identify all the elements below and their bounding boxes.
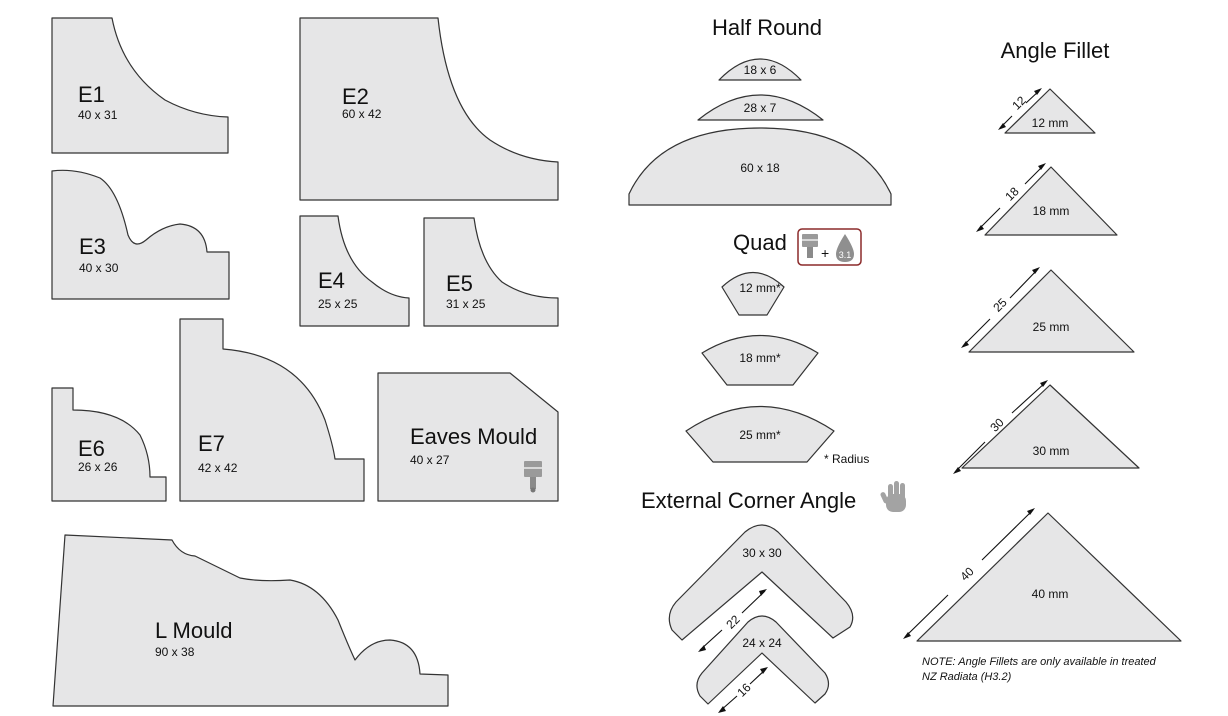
half-round-60x18: 60 x 18 — [628, 127, 892, 206]
quad-title: Quad — [733, 230, 787, 255]
angle-fillet-label: 40 mm — [1032, 587, 1069, 601]
profile-l-mould-name: L Mould — [155, 618, 232, 643]
profile-e7-size: 42 x 42 — [198, 461, 238, 475]
half-round-title: Half Round — [712, 15, 822, 40]
quad-12mm: 12 mm* — [721, 272, 785, 316]
angle-fillet-title: Angle Fillet — [1001, 38, 1110, 63]
profile-e7-name: E7 — [198, 431, 225, 456]
half-round-label: 28 x 7 — [744, 101, 777, 115]
quad-25mm: 25 mm* — [685, 406, 835, 463]
profile-e4-name: E4 — [318, 268, 345, 293]
profile-e6: E6 26 x 26 — [51, 387, 167, 502]
angle-fillet-30mm: 30 mm 30 — [953, 380, 1140, 474]
profile-e3-size: 40 x 30 — [79, 261, 119, 275]
dimension-label: 40 — [957, 564, 977, 584]
external-corner-label: 24 x 24 — [742, 636, 782, 650]
profile-e3-name: E3 — [79, 234, 106, 259]
profile-e6-name: E6 — [78, 436, 105, 461]
half-round-28x7: 28 x 7 — [697, 94, 824, 121]
profile-e6-size: 26 x 26 — [78, 460, 118, 474]
plus-sign: + — [821, 245, 829, 261]
external-corner-30x30: 30 x 30 — [668, 524, 854, 641]
half-round-label: 60 x 18 — [740, 161, 780, 175]
half-round-label: 18 x 6 — [744, 63, 777, 77]
profile-l-mould: L Mould 90 x 38 — [52, 534, 449, 707]
angle-fillet-25mm: 25 mm 25 — [961, 267, 1135, 353]
profile-eaves-size: 40 x 27 — [410, 453, 450, 467]
quad-18mm: 18 mm* — [701, 334, 819, 386]
external-corner-label: 30 x 30 — [742, 546, 782, 560]
hand-icon — [880, 481, 906, 512]
profile-e7: E7 42 x 42 — [179, 318, 365, 502]
half-round-18x6: 18 x 6 — [718, 58, 802, 81]
profile-eaves-name: Eaves Mould — [410, 424, 537, 449]
angle-fillet-label: 18 mm — [1033, 204, 1070, 218]
water-drop-icon — [836, 234, 854, 262]
external-corner-24x24: 24 x 24 — [696, 615, 830, 705]
profile-e3: E3 40 x 30 — [51, 169, 230, 300]
profile-e4: E4 25 x 25 — [299, 215, 410, 327]
profile-e1: E1 40 x 31 — [51, 17, 229, 154]
external-corner-title: External Corner Angle — [641, 488, 856, 513]
profile-e4-size: 25 x 25 — [318, 297, 358, 311]
angle-fillet-label: 12 mm — [1032, 116, 1069, 130]
quad-badge: + 3.1 — [797, 228, 862, 266]
angle-fillet-40mm: 40 mm 40 — [903, 508, 1182, 642]
profile-e5-name: E5 — [446, 271, 473, 296]
profile-l-mould-size: 90 x 38 — [155, 645, 195, 659]
dimension-label: 22 — [723, 612, 743, 632]
quad-badge-number: 3.1 — [839, 250, 852, 260]
profile-eaves-mould: Eaves Mould 40 x 27 — [377, 372, 559, 502]
angle-fillet-12mm: 12 mm 12 — [998, 88, 1096, 134]
profile-e2-name: E2 — [342, 84, 369, 109]
angle-fillet-note-line1: NOTE: Angle Fillets are only available i… — [922, 656, 1157, 668]
angle-fillet-label: 30 mm — [1033, 444, 1070, 458]
profile-e2: E2 60 x 42 — [299, 17, 559, 201]
angle-fillet-note-line2: NZ Radiata (H3.2) — [922, 671, 1012, 683]
paintbrush-icon — [524, 461, 542, 493]
profile-e1-name: E1 — [78, 82, 105, 107]
profile-e5-size: 31 x 25 — [446, 297, 486, 311]
quad-footnote: * Radius — [824, 452, 869, 466]
paintbrush-icon — [802, 234, 818, 258]
quad-label: 12 mm* — [739, 281, 781, 295]
quad-label: 18 mm* — [739, 351, 781, 365]
profile-e1-size: 40 x 31 — [78, 108, 118, 122]
angle-fillet-label: 25 mm — [1033, 320, 1070, 334]
dimension-label: 25 — [990, 295, 1010, 315]
quad-label: 25 mm* — [739, 428, 781, 442]
profile-e2-size: 60 x 42 — [342, 107, 382, 121]
angle-fillet-18mm: 18 mm 18 — [976, 163, 1118, 236]
dimension-label: 12 — [1009, 93, 1029, 113]
profile-e5: E5 31 x 25 — [423, 217, 559, 327]
